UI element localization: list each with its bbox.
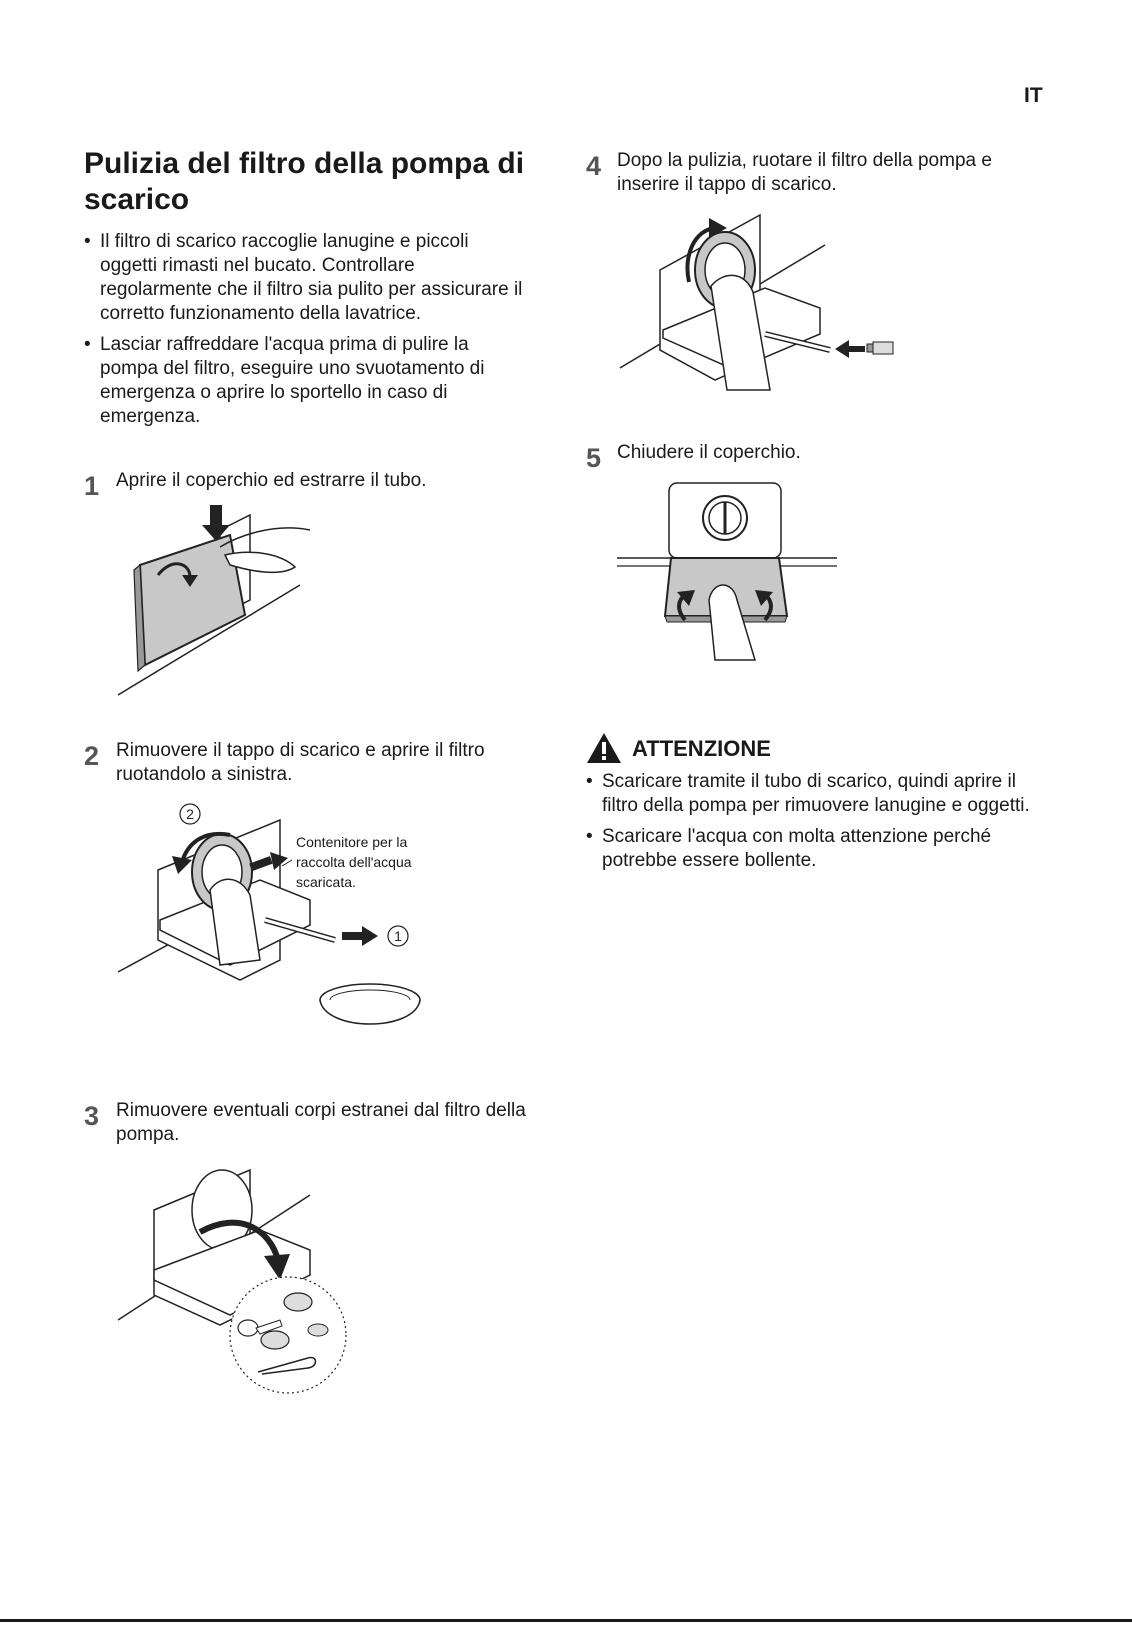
step-text-5: Chiudere il coperchio. — [617, 442, 801, 463]
curved-arrow-icon — [198, 1219, 290, 1280]
marker-2-label: 2 — [186, 806, 194, 822]
open-cover-illustration — [117, 505, 311, 696]
intro-bullets: Il filtro di scarico raccoglie lanugine … — [84, 230, 524, 436]
lift-arrow-right-icon — [755, 590, 773, 622]
water-basin-icon — [319, 983, 421, 1025]
intro-bullet: Il filtro di scarico raccoglie lanugine … — [84, 230, 524, 326]
step-number-4: 4 — [586, 151, 602, 181]
warning-icon — [587, 733, 621, 763]
intro-bullet: Lasciar raffreddare l'acqua prima di pul… — [84, 333, 524, 429]
step-number-1: 1 — [84, 471, 100, 501]
step-number-5: 5 — [586, 443, 602, 473]
remove-cap-illustration: 2 1 — [117, 803, 421, 1025]
arrow-right-icon — [249, 852, 378, 946]
step-text-1: Aprire il coperchio ed estrarre il tubo. — [116, 470, 427, 491]
close-cover-illustration — [617, 482, 837, 661]
marker-1-label: 1 — [394, 928, 402, 944]
arrow-down-icon — [202, 505, 230, 541]
lift-arrow-left-icon — [677, 590, 695, 622]
page-title: Pulizia del filtro della pompa di scaric… — [84, 147, 525, 216]
language-tag: IT — [1024, 84, 1043, 107]
drain-cap-icon — [866, 341, 894, 355]
step-number-2: 2 — [84, 741, 100, 771]
rotate-up-arrow-icon — [685, 218, 727, 283]
caution-bullet: Scaricare tramite il tubo di scarico, qu… — [586, 770, 1046, 818]
bottom-divider — [0, 1619, 1132, 1622]
marker-1-icon: 1 — [387, 925, 409, 947]
caution-bullet: Scaricare l'acqua con molta attenzione p… — [586, 825, 1046, 873]
step-text-4: Dopo la pulizia, ruotare il filtro della… — [617, 150, 992, 195]
rotate-arrow-icon — [156, 562, 198, 587]
safety-pin-icon — [257, 1356, 317, 1375]
step-text-3: Rimuovere eventuali corpi estranei dal f… — [116, 1100, 526, 1145]
coins-icon — [260, 1292, 329, 1350]
arrow-left-icon — [835, 340, 865, 358]
step-number-3: 3 — [84, 1101, 100, 1131]
key-icon — [237, 1319, 283, 1337]
rotate-left-arrow-icon — [172, 831, 231, 874]
remove-objects-illustration — [117, 1168, 347, 1394]
marker-2-icon: 2 — [179, 803, 201, 825]
caution-bullets: Scaricare tramite il tubo di scarico, qu… — [586, 770, 1046, 880]
caution-title: ATTENZIONE — [632, 736, 771, 761]
basin-callout: Contenitore per la raccolta dell'acqua s… — [296, 834, 412, 890]
step-text-2: Rimuovere il tappo di scarico e aprire i… — [116, 740, 485, 785]
insert-filter-illustration — [619, 213, 894, 391]
